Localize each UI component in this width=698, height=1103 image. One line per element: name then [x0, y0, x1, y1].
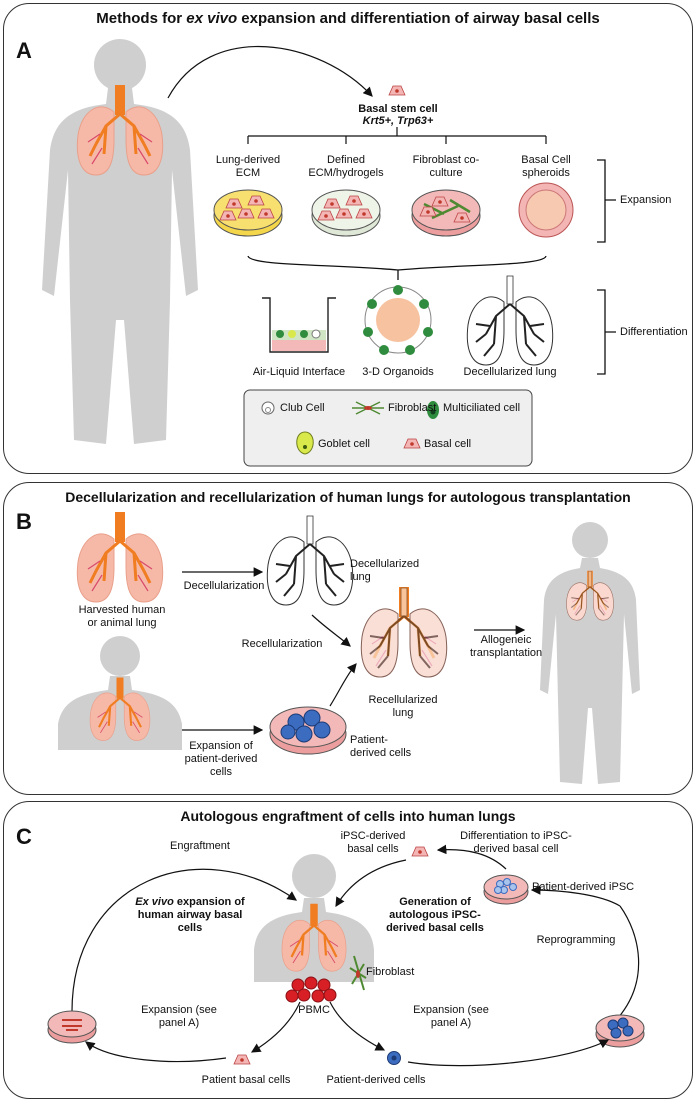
- patient-basal-label: Patient basal cells: [201, 1074, 291, 1086]
- recellularized-lung-label: Recellularized lung: [368, 694, 438, 719]
- arrow-expansion-left: [85, 1041, 227, 1063]
- organoid-icon: [363, 285, 433, 355]
- decellularization-label: Decellularization: [183, 580, 265, 592]
- patient-derived-cell-icon: [387, 1051, 401, 1065]
- expansion-right-label: Expansion (see panel A): [413, 1004, 489, 1029]
- decellularized-lung-b-icon: [266, 515, 354, 606]
- legend-box: [243, 389, 533, 467]
- arrow-to-basal-cells: [250, 1001, 301, 1053]
- human-silhouette-a: [42, 39, 198, 444]
- panel-a-label: A: [16, 38, 32, 63]
- pbmc-icon: [285, 976, 337, 1003]
- air-liquid-interface-icon: [262, 297, 336, 353]
- arrow-to-patient-cells: [329, 1001, 386, 1051]
- legend-fibroblast: Fibroblast: [388, 402, 437, 414]
- legend-club: Club Cell: [280, 402, 325, 414]
- fibroblast-c-icon: [349, 955, 367, 991]
- expansion-bracket: [597, 159, 616, 243]
- method-lung-ecm: Lung-derived ECM: [215, 154, 281, 179]
- differentiation-ipsc-label: Differentiation to iPSC-derived basal ce…: [460, 830, 572, 855]
- expansion-left-label: Expansion (see panel A): [141, 1004, 217, 1029]
- arrow-engraftment: [71, 868, 297, 1016]
- goblet-cell-icon: [296, 431, 314, 455]
- allogeneic-label: Allogeneic transplantation: [470, 634, 543, 659]
- legend-multiciliated: Multiciliated cell: [443, 402, 521, 414]
- panel-b-label: B: [16, 509, 32, 534]
- ipsc-basal-cell-icon: [411, 846, 429, 857]
- dish-lung-ecm-icon: [213, 189, 283, 237]
- basal-dish-c-icon: [47, 1010, 97, 1044]
- method-spheroids: Basal Cell spheroids: [521, 154, 571, 179]
- fibroblast-icon: [352, 401, 384, 415]
- arrow-ipsc-to-lung: [335, 859, 407, 908]
- ipsc-basal-label: iPSC-derived basal cells: [340, 830, 406, 855]
- differentiation-label: Differentiation: [620, 326, 688, 338]
- arrow-recellularization: [329, 663, 357, 707]
- panel-a-title: Methods for ex vivo expansion and differ…: [96, 10, 600, 27]
- panel-c-title: Autologous engraftment of cells into hum…: [180, 808, 516, 824]
- patient-ipsc-label: Patient-derived iPSC: [532, 881, 635, 893]
- pbmc-label: PBMC: [298, 1004, 330, 1016]
- exvivo-label: Ex vivo expansion of human airway basal …: [135, 896, 245, 934]
- patient-ipsc-dish-icon: [483, 874, 529, 905]
- fibroblast-c-label: Fibroblast: [366, 966, 415, 978]
- method-defined-ecm: Defined ECM/hydrogels: [308, 154, 384, 179]
- recellularized-lung-icon: [359, 585, 449, 679]
- panel-c-label: C: [16, 824, 32, 849]
- dish-hydrogel-icon: [311, 189, 381, 237]
- output-ali: Air-Liquid Interface: [252, 366, 346, 378]
- harvested-lung-label: Harvested human or animal lung: [78, 604, 166, 629]
- patient-cells-label: Patient-derived cells: [350, 734, 412, 759]
- legend-goblet: Goblet cell: [318, 438, 370, 450]
- human-silhouette-b-small: [58, 636, 182, 750]
- method-fibroblast-coculture: Fibroblast co-culture: [412, 154, 480, 179]
- dish-fibroblast-coculture-icon: [411, 189, 481, 237]
- basal-cell-icon: [388, 85, 406, 96]
- stem-cell-title: Basal stem cell: [358, 103, 438, 115]
- panel-b-title: Decellularization and recellularization …: [65, 489, 631, 505]
- stem-cell-markers: Krt5+, Trp63+: [362, 115, 434, 127]
- patient-cells-dish-icon: [269, 706, 347, 755]
- decellularized-lung-icon: [466, 275, 554, 366]
- reprogramming-label: Reprogramming: [536, 934, 616, 946]
- legend-basal: Basal cell: [424, 438, 472, 450]
- arrow-decel-to-recel: [311, 614, 351, 647]
- arrow-differentiation: [436, 844, 507, 870]
- differentiation-bracket: [597, 289, 616, 375]
- arrow-reprogramming-line: [506, 905, 639, 1018]
- arrow-expansion-right: [407, 1039, 610, 1067]
- human-silhouette-recipient: [540, 522, 640, 784]
- output-organoids: 3-D Organoids: [362, 366, 434, 378]
- spheroid-icon: [518, 182, 574, 238]
- multiciliated-cell-icon: [427, 401, 439, 419]
- recellularization-label: Recellularization: [241, 638, 323, 650]
- patient-basal-cell-icon: [233, 1054, 251, 1065]
- arrow-reprogramming: [530, 885, 621, 907]
- arrow-body-to-stem: [167, 45, 373, 99]
- generation-label: Generation of autologous iPSC-derived ba…: [386, 896, 484, 934]
- methods-bracket: [247, 127, 547, 144]
- brace: [247, 255, 547, 280]
- expansion-label: Expansion: [620, 194, 672, 206]
- harvested-lung-icon: [75, 510, 165, 604]
- patient-derived-label: Patient-derived cells: [326, 1074, 426, 1086]
- engraftment-label: Engraftment: [170, 840, 230, 852]
- output-decellularized: Decellularized lung: [463, 366, 557, 378]
- club-cell-icon: [261, 401, 275, 415]
- decellularized-lung-label: Decellularized lung: [350, 558, 420, 583]
- expansion-patient-label: Expansion of patient-derived cells: [184, 740, 258, 778]
